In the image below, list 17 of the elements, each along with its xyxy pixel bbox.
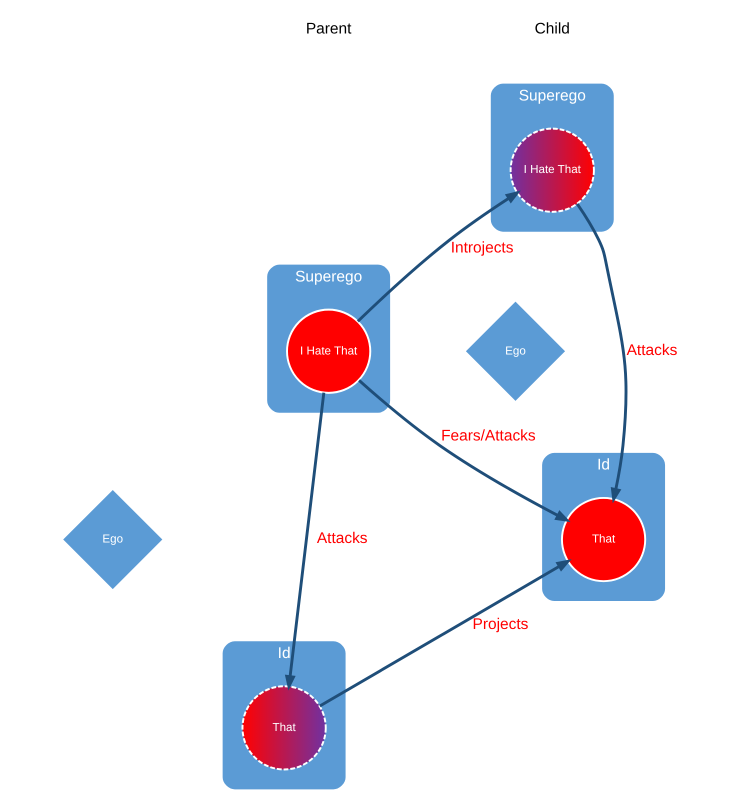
edge-label: Projects [472, 616, 528, 633]
arrow [576, 203, 628, 504]
node-circle: I Hate That [510, 128, 595, 213]
arrow [319, 559, 572, 708]
edge-label: Fears/Attacks [441, 428, 536, 445]
edge-label: Attacks [626, 342, 678, 359]
edge-label: Attacks [316, 530, 368, 548]
arrow [358, 379, 571, 522]
node-circle: That [242, 685, 327, 770]
node-circle: That [560, 496, 646, 582]
node-circle: I Hate That [286, 308, 372, 394]
label: Parent [306, 20, 352, 38]
edge-label: Introjects [450, 239, 514, 256]
node-diamond: Ego [63, 490, 162, 590]
arrow [356, 190, 521, 322]
label: Child [534, 20, 570, 38]
node-diamond: Ego [466, 302, 566, 401]
